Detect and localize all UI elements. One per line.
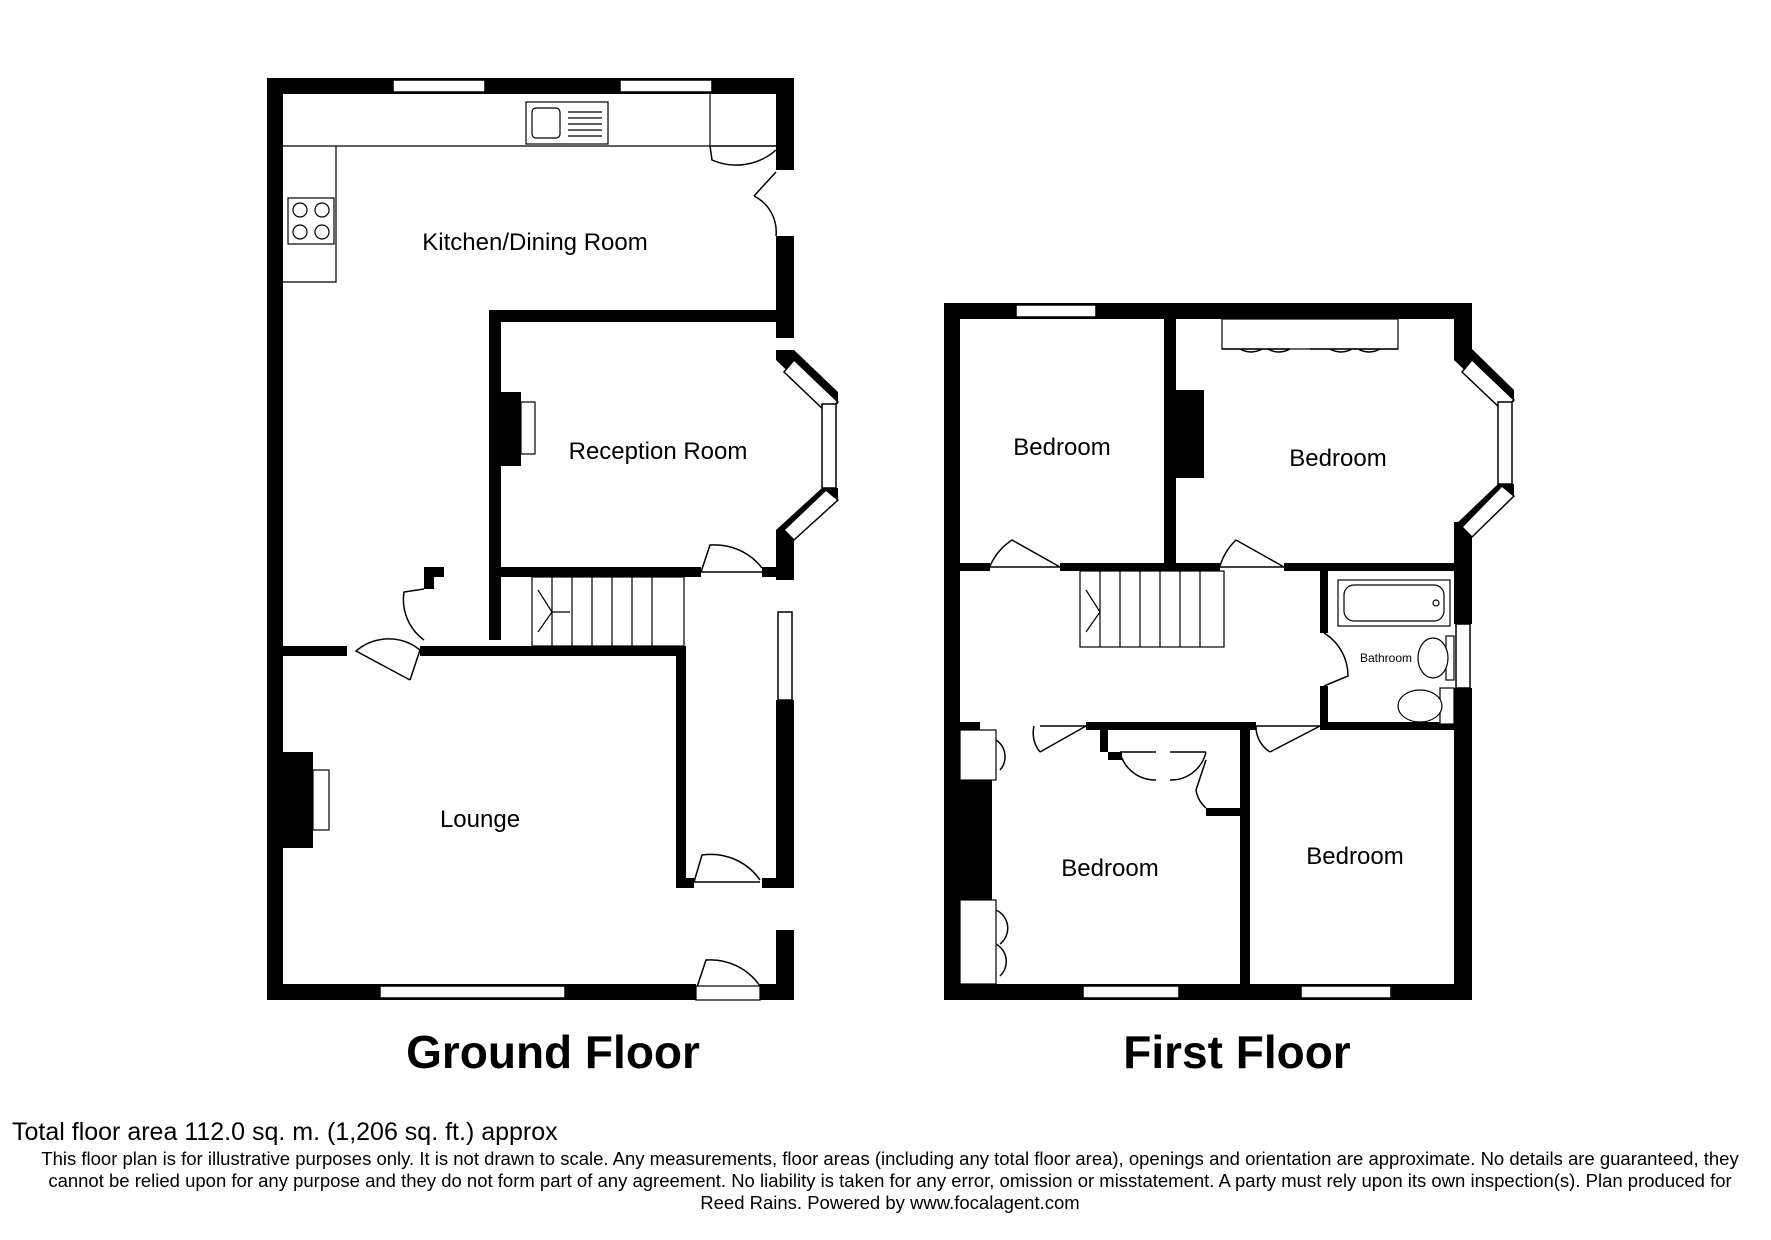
- landing-cupboard-doors: [1119, 751, 1207, 781]
- kitchen-window-2: [619, 79, 713, 93]
- bedroom-1-window: [1015, 304, 1097, 318]
- reception-chimney-breast: [501, 392, 521, 466]
- first-floor-windows: [1015, 304, 1516, 999]
- room-label-bedroom-2: Bedroom: [1289, 445, 1386, 472]
- disclaimer-text: This floor plan is for illustrative purp…: [41, 1148, 1739, 1213]
- hall-window: [777, 611, 793, 701]
- first-floor-wardrobes: [959, 318, 1399, 985]
- kitchen-pantry-door: [709, 145, 777, 166]
- reception-hearth: [520, 401, 536, 455]
- first-floor-plan: Bedroom Bedroom Bathroom Bedroom Bedroom…: [944, 303, 1516, 1078]
- bedroom-1-door: [989, 539, 1061, 568]
- room-label-reception: Reception Room: [569, 438, 748, 465]
- ff-bay-window-bottom: [1460, 484, 1516, 539]
- bathroom-fittings: [1337, 579, 1455, 725]
- room-label-lounge: Lounge: [440, 806, 520, 833]
- first-floor-doors: [989, 539, 1349, 753]
- bedroom-3-window: [1082, 985, 1180, 999]
- ground-floor-interior-walls: [267, 310, 782, 888]
- lounge-window: [379, 985, 566, 999]
- bathroom-door: [1323, 632, 1349, 687]
- ground-floor-outer-walls: [267, 78, 838, 1000]
- ground-floor-doors: [354, 145, 777, 1001]
- bedroom-2-chimney-breast: [1176, 390, 1204, 478]
- lounge-door: [693, 853, 761, 883]
- sink-icon: [525, 101, 609, 145]
- total-floor-area: Total floor area 112.0 sq. m. (1,206 sq.…: [12, 1118, 558, 1146]
- bedroom-2-door: [1219, 539, 1285, 568]
- room-label-bedroom-4: Bedroom: [1306, 843, 1403, 870]
- bedroom-4-door: [1255, 725, 1321, 753]
- bath-icon: [1337, 579, 1451, 627]
- lounge-hearth: [312, 769, 330, 831]
- hob-icon: [287, 197, 335, 245]
- first-floor-stairs: [1079, 570, 1225, 648]
- toilet-icon: [1397, 687, 1455, 725]
- under-stairs-door: [402, 588, 425, 641]
- bedroom-2-wardrobe: [1221, 318, 1399, 350]
- bathroom-window: [1455, 623, 1471, 689]
- bay-window-bottom: [782, 488, 840, 542]
- bedroom-3-door: [1032, 725, 1087, 753]
- ground-floor-stairs: [531, 576, 685, 647]
- ground-floor-windows: [379, 79, 840, 999]
- kitchen-fittings: [283, 94, 711, 283]
- lounge-chimney-breast: [283, 752, 313, 848]
- kitchen-back-door: [753, 171, 777, 237]
- bedroom-3-wardrobe-top: [959, 729, 997, 781]
- bedroom-3-wardrobe-bottom: [959, 899, 997, 985]
- ground-floor-fireplaces: [283, 392, 536, 848]
- bay-window-centre: [821, 403, 837, 489]
- room-label-bedroom-1: Bedroom: [1013, 434, 1110, 461]
- ff-bay-window-centre: [1497, 401, 1513, 485]
- room-label-bedroom-3: Bedroom: [1061, 855, 1158, 882]
- room-label-kitchen: Kitchen/Dining Room: [422, 229, 647, 256]
- ground-floor-title: Ground Floor: [406, 1026, 700, 1078]
- basin-icon: [1417, 635, 1455, 681]
- room-label-bathroom: Bathroom: [1360, 651, 1412, 665]
- kitchen-to-hall-door: [354, 638, 421, 681]
- ground-floor-plan: Kitchen/Dining Room Reception Room Loung…: [267, 78, 840, 1078]
- reception-door: [700, 544, 763, 573]
- first-floor-title: First Floor: [1123, 1026, 1351, 1078]
- kitchen-window-1: [392, 79, 486, 93]
- bedroom-4-window: [1300, 985, 1392, 999]
- first-floor-interior-walls: [960, 319, 1454, 992]
